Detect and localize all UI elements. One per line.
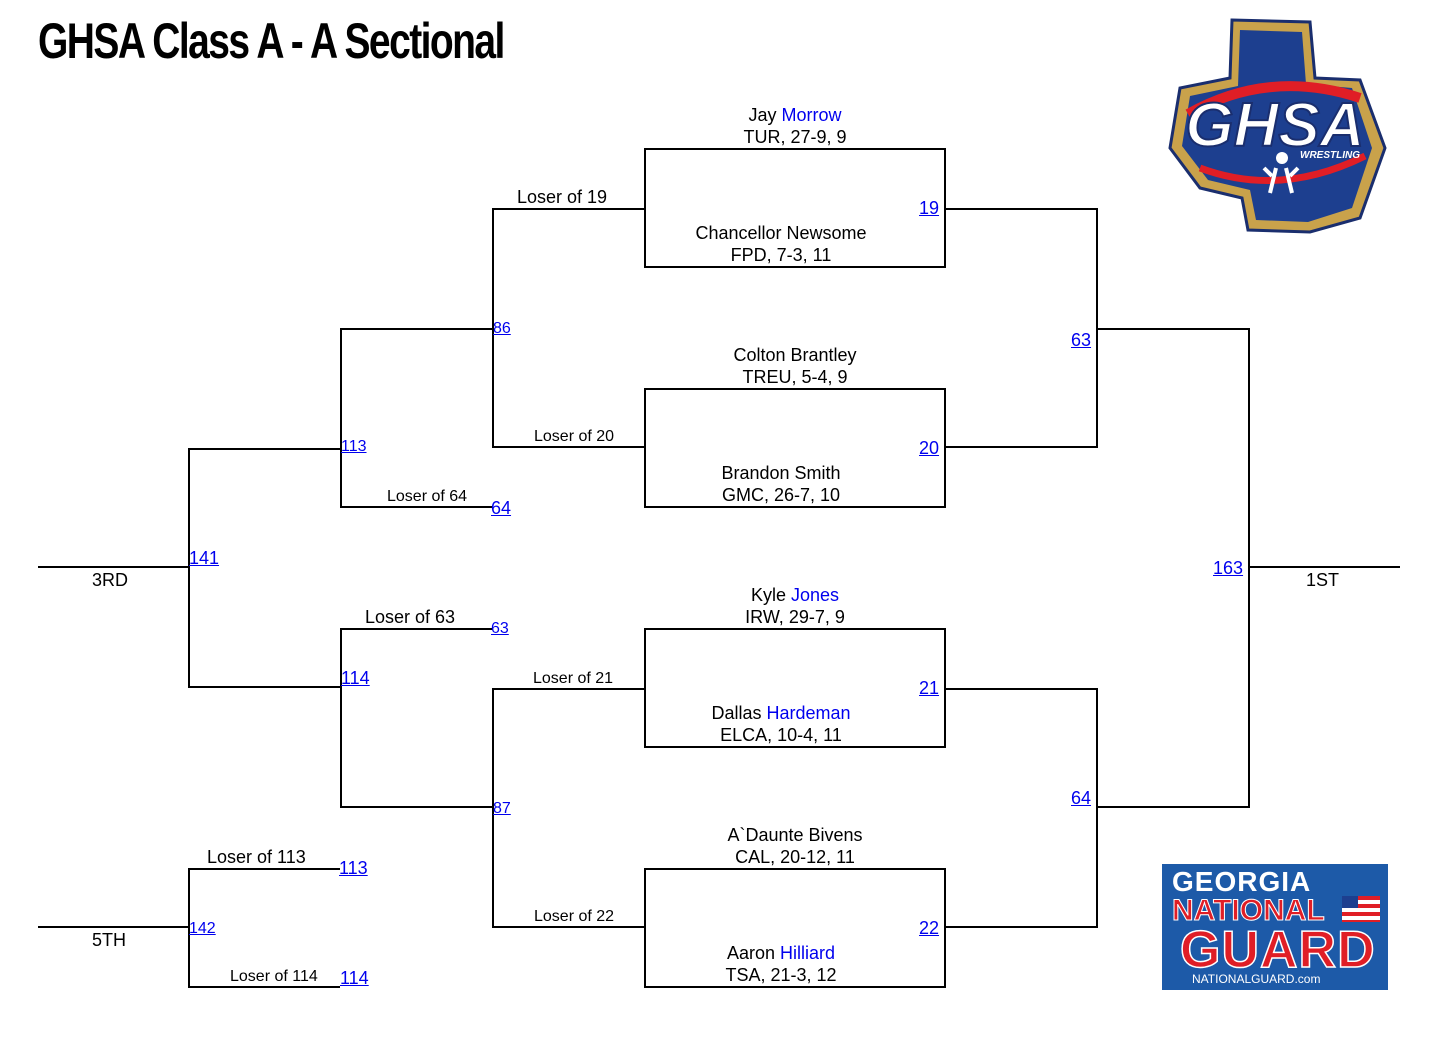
bout-link-141[interactable]: 141 <box>189 548 220 568</box>
bout-link-63[interactable]: 63 <box>1071 330 1092 350</box>
wrestler-info: FPD, 7-3, 11 <box>730 245 832 265</box>
bracket-line <box>1248 566 1400 568</box>
bout-link-113[interactable]: 113 <box>341 438 367 455</box>
georgia-national-guard-logo: GEORGIA NATIONAL GUARD NATIONALGUARD.com <box>1162 864 1388 990</box>
wrestler-last-link[interactable]: Morrow <box>781 105 842 125</box>
bracket-line <box>944 446 1098 448</box>
wrestler-last-link[interactable]: Hilliard <box>780 943 836 963</box>
bout-box-20 <box>644 388 946 508</box>
place-label-1st: 1ST <box>1306 570 1340 590</box>
bracket-line <box>188 986 340 988</box>
bout-link-86[interactable]: 86 <box>493 320 511 337</box>
ghsa-logo-word: GHSA <box>1185 91 1364 160</box>
bracket-line <box>944 926 1098 928</box>
loser-label: Loser of 21 <box>533 670 614 687</box>
bout-link-163[interactable]: 163 <box>1213 558 1244 578</box>
wrestler-name: Colton Brantley <box>733 345 857 365</box>
bout-link-21[interactable]: 21 <box>919 678 940 698</box>
bout-link-114[interactable]: 114 <box>341 668 370 688</box>
loser-label: Loser of 64 <box>387 488 468 505</box>
bout-link-64-cons[interactable]: 64 <box>491 498 512 518</box>
loser-label: Loser of 114 <box>230 968 318 985</box>
wrestler-name: Brandon Smith <box>721 463 841 483</box>
wrestler-info: IRW, 29-7, 9 <box>745 607 845 627</box>
wrestler-last-link[interactable]: Hardeman <box>766 703 851 723</box>
guard-logo-line3: GUARD <box>1179 920 1376 980</box>
guard-logo-line4: NATIONALGUARD.com <box>1192 972 1321 986</box>
bracket-line <box>492 446 644 448</box>
loser-label: Loser of 19 <box>517 187 608 207</box>
bout-link-63-cons[interactable]: 63 <box>491 620 509 637</box>
guard-logo-line2: NATIONAL <box>1172 894 1326 928</box>
bout-link-20[interactable]: 20 <box>919 438 940 458</box>
loser-label: Loser of 22 <box>534 908 615 925</box>
bracket-line <box>944 688 1098 690</box>
bout-link-87[interactable]: 87 <box>493 800 511 817</box>
flag-icon <box>1342 896 1380 922</box>
bracket-line <box>188 868 340 870</box>
wrestler-name: Jay Morrow <box>748 105 842 125</box>
bout-link-19[interactable]: 19 <box>919 198 940 218</box>
bracket-line <box>492 208 644 210</box>
bracket-line <box>188 868 190 988</box>
bracket-line <box>492 688 644 690</box>
bracket-line <box>340 806 494 808</box>
bracket-line <box>1096 328 1250 330</box>
bracket-line <box>1248 328 1250 808</box>
guard-logo-line1: GEORGIA <box>1172 866 1312 897</box>
bracket-line <box>944 208 1098 210</box>
loser-label: Loser of 63 <box>365 607 456 627</box>
wrestler-info: GMC, 26-7, 10 <box>721 485 841 505</box>
wrestler-info: CAL, 20-12, 11 <box>735 847 855 867</box>
ghsa-logo-icon: GHSA WRESTLING <box>1168 18 1387 234</box>
place-label-5th: 5TH <box>92 930 127 950</box>
bracket-line <box>1096 688 1098 928</box>
bracket-line <box>188 686 342 688</box>
wrestler-name: Aaron Hilliard <box>726 943 836 963</box>
ghsa-logo-sub: WRESTLING <box>1300 150 1360 161</box>
bracket-line <box>340 628 342 808</box>
page-title: GHSA Class A - A Sectional <box>38 13 505 69</box>
place-label-3rd: 3RD <box>92 570 129 590</box>
bout-link-142[interactable]: 142 <box>189 920 216 937</box>
bracket-line <box>188 448 342 450</box>
bracket-line <box>1096 806 1250 808</box>
wrestler-name: Kyle Jones <box>750 585 840 605</box>
wrestler-last-link[interactable]: Jones <box>790 585 840 605</box>
bout-link-22[interactable]: 22 <box>919 918 940 938</box>
bout-link-64[interactable]: 64 <box>1071 788 1092 808</box>
bracket-line <box>492 926 644 928</box>
bracket-line <box>188 448 190 688</box>
bracket-line <box>340 506 492 508</box>
bout-link-114-cons[interactable]: 114 <box>340 968 369 988</box>
wrestler-name: Dallas Hardeman <box>711 703 851 723</box>
bout-link-113-cons[interactable]: 113 <box>339 858 368 878</box>
bout-box-22 <box>644 868 946 988</box>
loser-label: Loser of 20 <box>534 428 615 445</box>
loser-label: Loser of 113 <box>207 847 306 867</box>
wrestler-info: TUR, 27-9, 9 <box>743 127 847 147</box>
bracket-line <box>38 926 190 928</box>
wrestler-info: TSA, 21-3, 12 <box>725 965 837 985</box>
bracket-line <box>340 328 494 330</box>
wrestler-info: ELCA, 10-4, 11 <box>720 725 842 745</box>
wrestler-name: Chancellor Newsome <box>695 223 867 243</box>
wrestler-name: A`Daunte Bivens <box>727 825 863 845</box>
bracket-line <box>492 688 494 928</box>
wrestler-info: TREU, 5-4, 9 <box>742 367 848 387</box>
bracket-line <box>38 566 190 568</box>
bracket-line <box>340 328 342 508</box>
bracket-line <box>340 628 492 630</box>
